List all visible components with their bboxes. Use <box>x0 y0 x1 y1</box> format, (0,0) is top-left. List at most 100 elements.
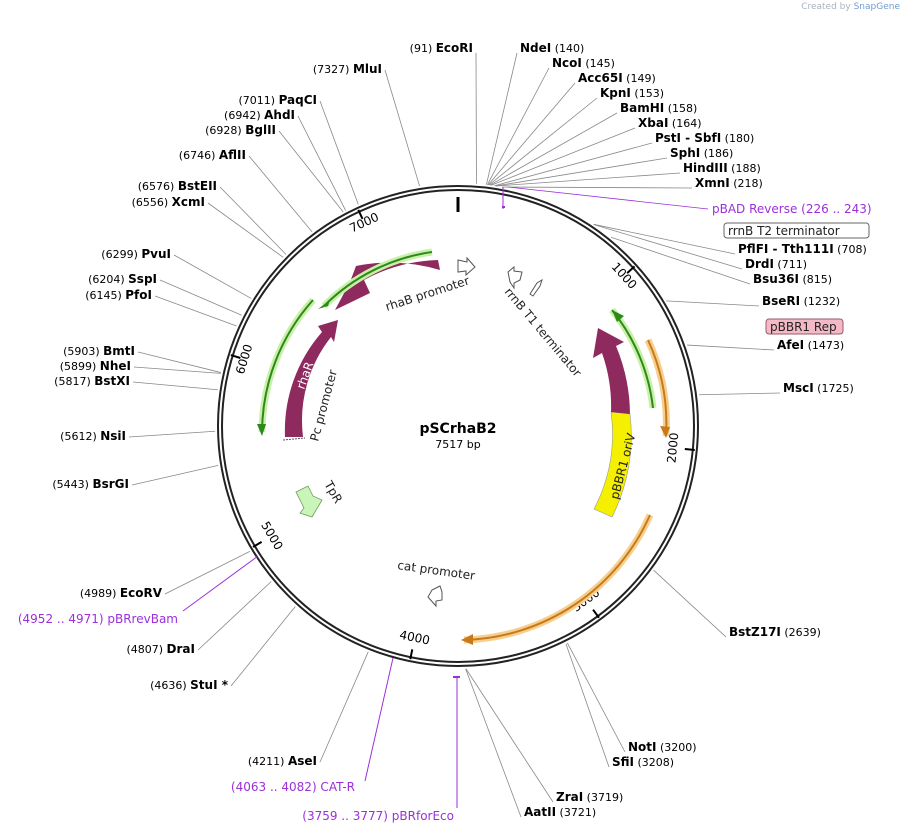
feature-pBBR1-oriV[interactable]: pBBR1 oriV <box>593 328 639 518</box>
leader-line <box>567 642 626 753</box>
enzyme-label[interactable]: (6299) PvuI <box>101 247 171 261</box>
enzyme-label[interactable]: KpnI (153) <box>600 86 664 100</box>
leader-line <box>489 112 618 186</box>
Pc-promoter-label: Pc promoter <box>307 368 340 443</box>
site-labels: (91) EcoRI NdeI (140)NcoI (145)Acc65I (14… <box>18 41 872 823</box>
feature-Pc-small <box>282 437 306 441</box>
tick-7000 <box>357 209 364 220</box>
leader-line <box>197 581 272 651</box>
leader-line <box>496 172 681 187</box>
primer-line-pbrrevbam <box>182 555 259 612</box>
enzyme-label[interactable]: MscI (1725) <box>783 381 854 395</box>
rrnB-T2-box <box>723 222 870 239</box>
rhaB-promoter-label: rhaB promoter <box>384 274 472 314</box>
enzyme-label[interactable]: XbaI (164) <box>638 116 701 130</box>
enzyme-label[interactable]: (4989) EcoRV <box>80 586 163 600</box>
enzyme-label[interactable]: (4211) AseI <box>248 754 317 768</box>
leader-line <box>131 464 219 486</box>
leader-line <box>488 97 598 186</box>
rhaR-label: rhaR <box>294 360 317 391</box>
enzyme-label[interactable]: (4807) DraI <box>126 642 195 656</box>
leader-line <box>319 651 369 763</box>
enzyme-label[interactable]: (6204) SspI <box>88 272 157 286</box>
feature-cat-promoter-arrow <box>427 585 443 608</box>
primer-label[interactable]: pBAD Reverse (226 .. 243) <box>712 202 872 216</box>
leader-line <box>666 300 760 307</box>
enzyme-label[interactable]: NdeI (140) <box>520 41 584 55</box>
enzyme-label[interactable]: HindIII (188) <box>683 161 761 175</box>
enzyme-label[interactable]: SfiI (3208) <box>612 755 674 769</box>
feature-pBBR1-Rep-arrow[interactable] <box>644 338 670 438</box>
enzyme-label[interactable]: (5899) NheI <box>60 359 131 373</box>
tick-label-7000: 7000 <box>347 210 381 236</box>
enzyme-label[interactable]: (91) EcoRI <box>410 41 473 55</box>
leader-line <box>653 569 727 638</box>
plasmid-name: pSCrhaB2 <box>419 421 496 437</box>
leader-line <box>487 67 550 185</box>
leader-line <box>164 551 251 595</box>
snapgene-logo-text: SnapGene <box>853 2 900 12</box>
TpR-arrow <box>295 485 323 518</box>
enzyme-label[interactable]: AfeI (1473) <box>777 338 844 352</box>
feature-rrnBT1-arrow <box>507 265 543 297</box>
enzyme-label[interactable]: (5612) NsiI <box>60 429 126 443</box>
enzyme-label[interactable]: (6576) BstEII <box>138 179 217 193</box>
leader-line <box>219 186 287 255</box>
tick-3000 <box>592 609 600 619</box>
tick-label-4000: 4000 <box>398 628 431 648</box>
rrnB-T1-label: rrnB T1 terminator <box>502 285 585 380</box>
enzyme-label[interactable]: PstI - SbfI (180) <box>655 131 754 145</box>
TpR-label: TpR <box>321 478 345 506</box>
enzyme-label[interactable]: NotI (3200) <box>628 740 697 754</box>
enzyme-label[interactable]: BstZ17I (2639) <box>729 625 821 639</box>
enzyme-label[interactable]: NcoI (145) <box>552 56 615 70</box>
enzyme-label[interactable]: AatII (3721) <box>524 805 596 819</box>
enzyme-label[interactable]: (5903) BmtI <box>63 344 135 358</box>
primer-label[interactable]: (3759 .. 3777) pBRforEco <box>302 809 454 823</box>
enzyme-label[interactable]: Bsu36I (815) <box>753 272 832 286</box>
feature-right-green <box>609 307 657 409</box>
primer-label[interactable]: (4063 .. 4082) CAT-R <box>231 780 355 794</box>
enzyme-label[interactable]: (7327) MluI <box>313 62 382 76</box>
tick-5000 <box>252 541 263 548</box>
pBBR1-Rep-label: pBBR1 Rep <box>770 320 837 334</box>
leader-line <box>128 430 216 438</box>
enzyme-label[interactable]: ZraI (3719) <box>556 790 623 804</box>
enzyme-label[interactable]: BamHI (158) <box>620 101 697 115</box>
rep-arrow <box>593 328 630 414</box>
leader-line <box>173 254 252 299</box>
rhaS-arrow <box>335 260 440 310</box>
snapgene-credit: Created by SnapGene <box>801 2 900 12</box>
enzyme-label[interactable]: Acc65I (149) <box>578 71 656 85</box>
enzyme-label[interactable]: (6556) XcmI <box>132 195 205 209</box>
enzyme-label[interactable]: (6942) AhdI <box>224 108 295 122</box>
leader-line <box>565 643 610 768</box>
enzyme-label[interactable]: (7011) PaqCI <box>238 93 317 107</box>
leader-line <box>698 392 781 396</box>
leader-line <box>248 155 313 232</box>
feature-orange-bottom[interactable] <box>461 513 654 645</box>
leader-line <box>610 236 751 285</box>
enzyme-label[interactable]: SphI (186) <box>670 146 733 160</box>
rhaS-label: rhaS <box>367 273 398 298</box>
primer-label[interactable]: (4952 .. 4971) pBRrevBam <box>18 612 178 626</box>
leader-line <box>495 157 668 187</box>
plasmid-length: 7517 bp <box>435 438 480 451</box>
enzyme-label[interactable]: (5817) BstXI <box>54 374 130 388</box>
enzyme-label[interactable]: DrdI (711) <box>745 257 807 271</box>
tick-label-2000: 2000 <box>664 432 681 464</box>
tick-2000 <box>684 447 695 451</box>
enzyme-label[interactable]: (4636) StuI * <box>150 678 229 692</box>
feature-TpR[interactable]: TpR <box>295 478 345 518</box>
enzyme-label[interactable]: (6746) AflII <box>179 148 246 162</box>
enzyme-label[interactable]: (6928) BglII <box>205 123 276 137</box>
enzyme-label[interactable]: PflFI - Tth111I (708) <box>738 242 867 256</box>
enzyme-label[interactable]: (5443) BsrGI <box>52 477 129 491</box>
enzyme-label[interactable]: (6145) PfoI <box>85 288 152 302</box>
enzyme-label[interactable]: XmnI (218) <box>695 176 763 190</box>
leader-line <box>502 186 693 189</box>
leader-line <box>593 224 743 270</box>
enzyme-label[interactable]: BseRI (1232) <box>762 294 840 308</box>
rrnB-T2-label: rrnB T2 terminator <box>728 224 840 238</box>
